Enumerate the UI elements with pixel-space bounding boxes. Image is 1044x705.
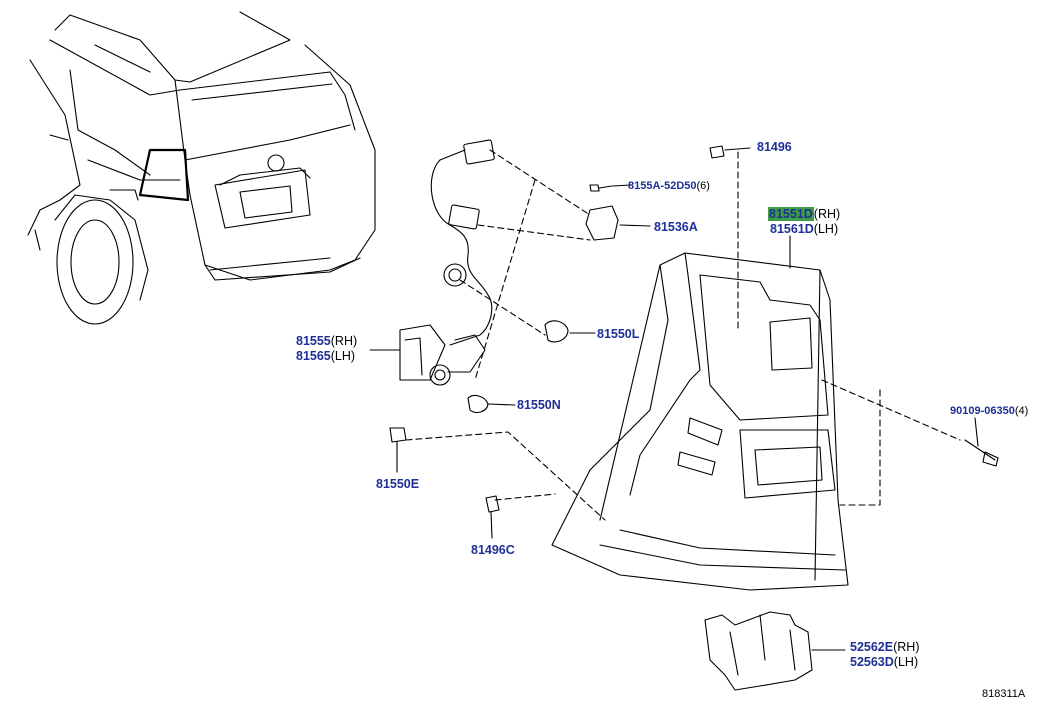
callout-52563D[interactable]: 52563D(LH) [850, 655, 919, 669]
tail-lamp-illustration [551, 252, 849, 591]
callout-81551D[interactable]: 81551D(RH) [768, 207, 841, 221]
callout-81496C[interactable]: 81496C [471, 543, 515, 557]
callout-90109-06350[interactable]: 90109-06350(4) [950, 405, 1029, 417]
callout-81496[interactable]: 81496 [757, 140, 792, 154]
vehicle-rear-illustration [27, 11, 376, 325]
callout-81550N[interactable]: 81550N [517, 398, 561, 412]
wiring-harness-illustration [399, 139, 495, 386]
callout-81550E[interactable]: 81550E [376, 477, 420, 491]
dashed-leader-lines [405, 149, 961, 521]
callout-81536A[interactable]: 81536A [654, 220, 698, 234]
callout-8155A-52D50[interactable]: 8155A-52D50(6) [628, 180, 710, 192]
callout-81565[interactable]: 81565(LH) [296, 349, 356, 363]
callout-81561D[interactable]: 81561D(LH) [770, 222, 839, 236]
callout-81555[interactable]: 81555(RH) [296, 334, 358, 348]
callout-81550L[interactable]: 81550L [597, 327, 640, 341]
diagram-id: 818311A [982, 688, 1026, 700]
highlighted-part-number: 81551D [768, 207, 814, 221]
callout-52562E[interactable]: 52562E(RH) [850, 640, 920, 654]
solid-leader-lines [369, 147, 979, 651]
